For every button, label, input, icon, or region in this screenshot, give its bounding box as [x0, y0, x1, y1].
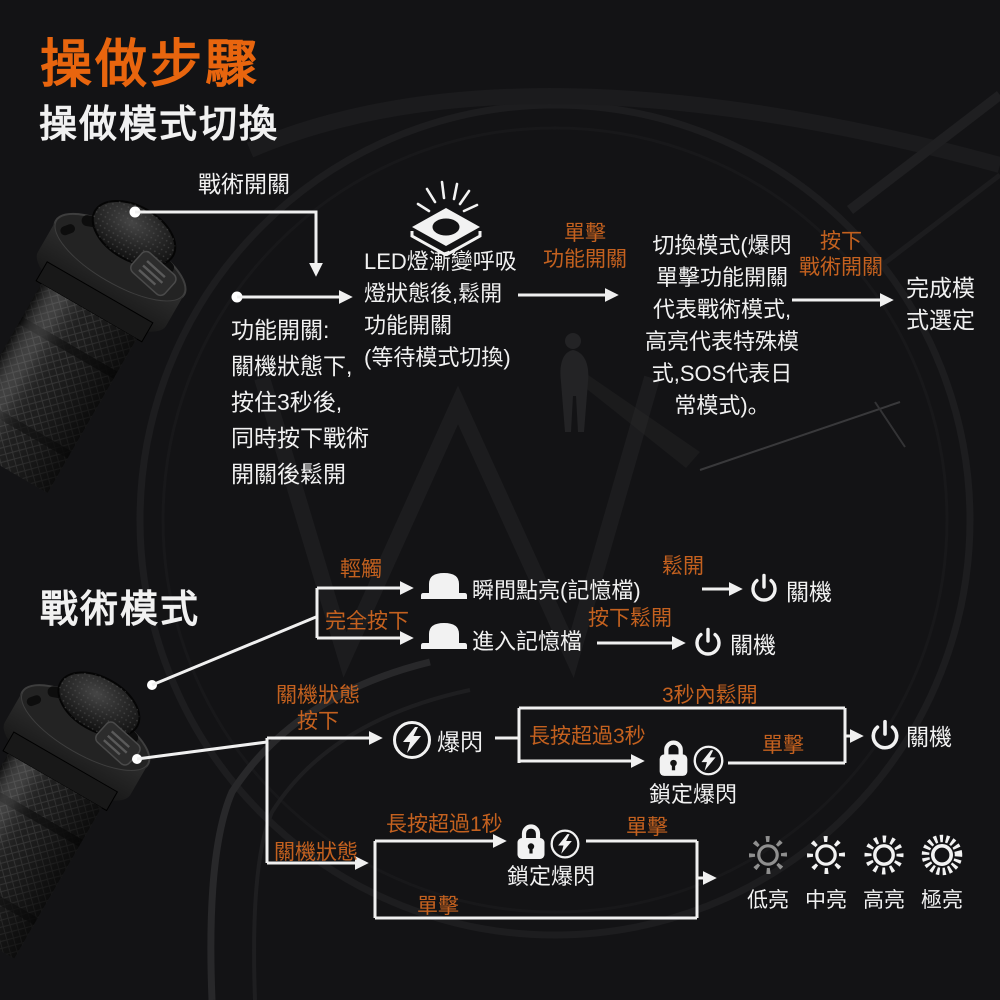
brightness-level-label: 極亮: [921, 889, 963, 912]
full-press-label: 完全按下: [325, 610, 409, 633]
connector-lines-middle: [132, 581, 864, 863]
watermark-ring: [136, 101, 974, 939]
sun-medium-icon: [802, 831, 850, 879]
off-state-label: 關機狀態: [274, 841, 358, 864]
enter-memory-label: 進入記憶檔: [472, 629, 583, 654]
release-label: 鬆開: [662, 555, 704, 578]
sun-max-icon: [918, 831, 966, 879]
locked-strobe-label: 鎖定爆閃: [649, 782, 738, 807]
tactical-mode-heading: 戰術模式: [40, 589, 201, 631]
light-touch-label: 輕觸: [340, 558, 382, 581]
power-off-label: 關機: [730, 632, 776, 658]
single-click-cycle-label: 單擊: [417, 895, 459, 918]
tactical-switch-label: 戰術開關: [198, 171, 290, 197]
switch-button-icon: [420, 620, 468, 650]
switch-button-icon: [420, 570, 468, 600]
watermark-w-letter: [254, 375, 660, 678]
single-click-label: 單擊: [626, 816, 668, 839]
brightness-level-label: 低亮: [747, 889, 789, 912]
lock-icon: [513, 822, 549, 862]
function-switch-note: 功能開關: 關機狀態下, 按住3秒後, 同時按下戰術 開關後鬆開: [231, 317, 369, 487]
lightning-circle-icon: [549, 828, 581, 860]
lightning-circle-icon: [692, 744, 725, 777]
connector-lines-bottom: [267, 834, 717, 920]
single-click-label: 單擊: [762, 734, 804, 757]
release-within-3s-label: 3秒內鬆開: [662, 684, 758, 707]
connector-lines-top: [129, 206, 894, 307]
led-step-note: LED燈漸變呼吸 燈狀態後,鬆開 功能開關 (等待模式切換): [364, 249, 517, 370]
mode-selection-done-note: 完成模 式選定: [906, 275, 975, 333]
momentary-on-label: 瞬間點亮(記憶檔): [472, 578, 641, 603]
off-state-press-label: 關機狀態 按下: [276, 684, 360, 733]
page-title: 操做步驟: [40, 36, 261, 94]
hold-over-1s-label: 長按超過1秒: [386, 813, 503, 836]
strobe-label: 爆閃: [437, 729, 483, 755]
brightness-level-label: 高亮: [863, 889, 905, 912]
mode-description-note: 切換模式(爆閃 單擊功能開關 代表戰術模式, 高亮代表特殊模 式,SOS代表日 …: [644, 233, 799, 418]
eye-shine-icon: [410, 180, 482, 256]
section-subtitle: 操做模式切換: [39, 104, 280, 146]
power-icon: [692, 626, 724, 658]
brightness-level-label: 中亮: [805, 889, 847, 912]
press-release-label: 按下鬆開: [588, 607, 672, 630]
flashlight-photo-bottom: [0, 643, 177, 970]
arrow-label-click-function-switch: 單擊 功能開關: [543, 222, 627, 271]
power-icon: [868, 718, 902, 752]
power-icon: [748, 572, 780, 604]
hold-over-3s-label: 長按超過3秒: [529, 725, 646, 748]
arrow-label-press-tactical-switch: 按下 戰術開關: [799, 230, 883, 279]
sun-high-icon: [860, 831, 908, 879]
power-off-label: 關機: [786, 579, 832, 605]
lightning-circle-icon: [391, 719, 433, 761]
flashlight-photo-top: [0, 171, 213, 504]
sun-low-icon: [744, 831, 792, 879]
lock-icon: [655, 738, 692, 779]
locked-strobe-label: 鎖定爆閃: [507, 864, 596, 889]
silhouette-figure: [560, 333, 700, 468]
power-off-label: 關機: [906, 724, 952, 750]
